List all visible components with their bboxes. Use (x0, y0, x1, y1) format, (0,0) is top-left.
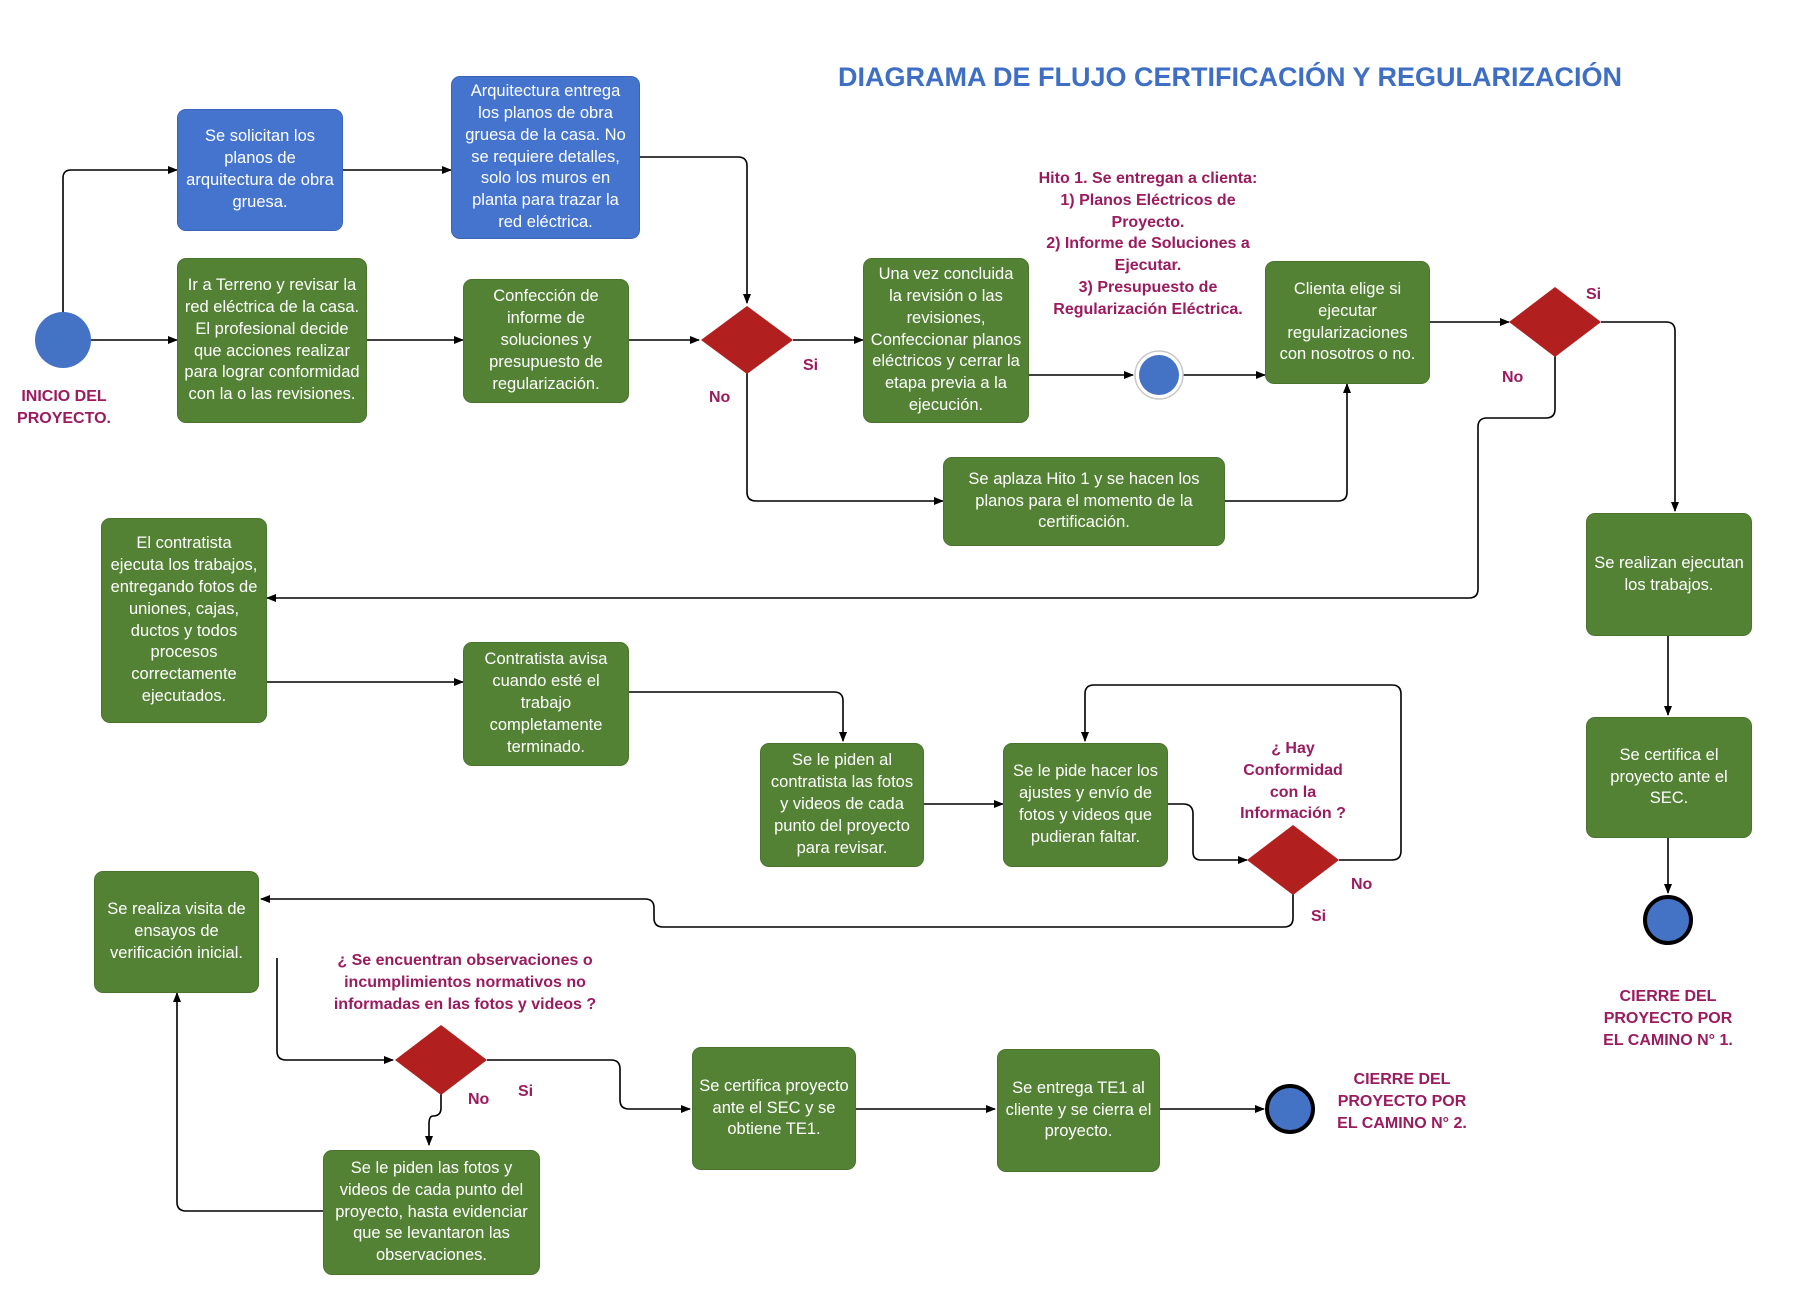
label-cierre-1: CIERRE DEL PROYECTO POR EL CAMINO N° 1. (1603, 988, 1733, 1049)
start-circle (35, 312, 91, 368)
connector (629, 691, 847, 742)
box-confeccion: Confección de informe de soluciones y pr… (463, 279, 629, 403)
decision-3-diamond (1247, 825, 1339, 895)
decision-3-no: No (1351, 876, 1373, 893)
connector (260, 893, 1294, 928)
box-visita: Se realiza visita de ensayos de verifica… (94, 871, 259, 993)
connector (276, 958, 394, 1064)
decision-2-si: Si (1586, 286, 1602, 303)
end-circle-1 (1643, 895, 1693, 945)
box-arquitectura: Arquitectura entrega los planos de obra … (451, 76, 640, 239)
connector (487, 1059, 691, 1113)
decision-2-diamond (1509, 287, 1601, 357)
label-cierre-2: CIERRE DEL PROYECTO POR EL CAMINO N° 2. (1337, 1071, 1467, 1132)
hito-line-1: Hito 1. Se entregan a clienta: (1038, 170, 1258, 187)
connector (425, 1092, 442, 1146)
box-realizan: Se realizan ejecutan los trabajos. (1586, 513, 1752, 636)
end-circle-2 (1265, 1084, 1315, 1134)
connectors (62, 156, 1679, 1212)
box-contratista-avisa: Contratista avisa cuando esté el trabajo… (463, 642, 629, 766)
connector (640, 156, 751, 304)
box-entrega-te1: Se entrega TE1 al cliente y se cierra el… (997, 1049, 1160, 1172)
box-certifica-te1: Se certifica proyecto ante el SEC y se o… (692, 1047, 856, 1170)
connector (1601, 321, 1679, 512)
decision-4-no: No (468, 1091, 490, 1108)
box-solicitan: Se solicitan los planos de arquitectura … (177, 109, 343, 231)
connector (62, 166, 178, 315)
decision-3-si: Si (1311, 908, 1327, 925)
box-contratista-ejecuta: El contratista ejecuta los trabajos, ent… (101, 518, 267, 723)
connector (173, 992, 323, 1212)
connector (1168, 803, 1248, 864)
decision-4-diamond (395, 1025, 487, 1095)
box-ajustes: Se le pide hacer los ajustes y envío de … (1003, 743, 1168, 867)
box-aplaza: Se aplaza Hito 1 y se hacen los planos p… (943, 457, 1225, 546)
connector (1225, 383, 1351, 502)
box-clienta: Clienta elige si ejecutar regularizacion… (1265, 261, 1430, 384)
decision-1-no: No (709, 389, 731, 406)
label-observaciones: ¿ Se encuentran observaciones o incumpli… (333, 952, 597, 1013)
box-terreno: Ir a Terreno y revisar la red eléctrica … (177, 258, 367, 423)
connector (746, 372, 944, 505)
hito-line-4: 3) Presupuesto de Regularización Eléctri… (1053, 278, 1243, 318)
diagram-title: DIAGRAMA DE FLUJO CERTIFICACIÓN Y REGULA… (837, 62, 1622, 92)
decision-1-diamond (701, 306, 793, 374)
box-piden-fotos: Se le piden al contratista las fotos y v… (760, 743, 924, 867)
hito-line-3: 2) Informe de Soluciones a Ejecutar. (1046, 235, 1250, 274)
box-piden-fotos-2: Se le piden las fotos y videos de cada p… (323, 1150, 540, 1275)
decision-1-si: Si (803, 357, 819, 374)
connector (1081, 684, 1402, 861)
connector (266, 355, 1556, 602)
decision-4-si: Si (518, 1083, 534, 1100)
decision-2-no: No (1502, 369, 1524, 386)
hito-line-2: 1) Planos Eléctricos de Proyecto. (1060, 191, 1236, 231)
box-concluida: Una vez concluida la revisión o las revi… (863, 258, 1029, 423)
label-conformidad: ¿ Hay Conformidad con la Información ? (1240, 740, 1346, 823)
label-inicio: INICIO DEL PROYECTO. (17, 388, 111, 427)
box-certifica-sec: Se certifica el proyecto ante el SEC. (1586, 717, 1752, 838)
milestone-circle (1139, 355, 1179, 395)
label-hito: Hito 1. Se entregan a clienta: 1) Planos… (1028, 168, 1268, 320)
